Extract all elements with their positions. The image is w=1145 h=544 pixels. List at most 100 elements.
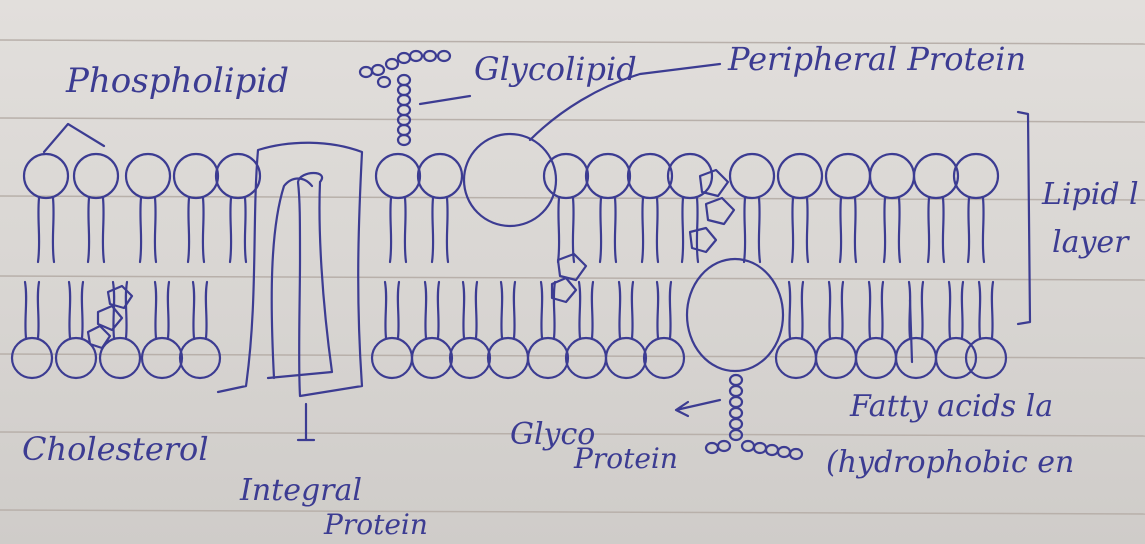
phospholipid-head (856, 338, 896, 378)
label-glycolipid: Glycolipid (474, 50, 637, 88)
phospholipid-head (180, 338, 220, 378)
integral-protein-pointer (298, 404, 314, 440)
sugar-bead (730, 419, 742, 429)
fatty-acid-tail (390, 198, 406, 262)
sugar-bead (378, 77, 390, 87)
phospholipid-head (24, 154, 68, 198)
sugar-bead (730, 408, 742, 418)
fatty-acid-tail (425, 282, 439, 338)
sugar-bead (398, 85, 410, 95)
integral-protein-inner (272, 179, 312, 379)
fatty-acid-tail (869, 282, 883, 338)
fatty-acid-tail (600, 198, 616, 262)
sugar-bead (766, 445, 778, 455)
fatty-acid-tail (432, 198, 448, 262)
fatty-acid-tail (385, 282, 399, 338)
fatty-acid-tail (928, 198, 944, 262)
phospholipid-head (412, 338, 452, 378)
upper-fatty-acid-tails (38, 198, 984, 262)
fatty-acid-tail (949, 282, 963, 338)
fatty-acid-tail (829, 282, 843, 338)
label-integral-protein-1: Integral (239, 473, 362, 508)
glycoprotein-sugar-chain (706, 375, 802, 459)
fatty-acid-tail (69, 282, 83, 338)
sugar-bead (730, 397, 742, 407)
glycoprotein-shape (687, 259, 783, 371)
fatty-acid-tail (744, 198, 760, 262)
sugar-bead (372, 65, 384, 75)
phospholipid-head (566, 338, 606, 378)
phospholipid-head (954, 154, 998, 198)
phospholipid-head (372, 338, 412, 378)
label-phospholipid: Phospholipid (65, 61, 289, 101)
label-fatty-acids-2: (hydrophobic en (826, 445, 1074, 480)
sugar-bead (410, 51, 422, 61)
phospholipid-head (826, 154, 870, 198)
glycoprotein-arrow (676, 400, 720, 416)
phospholipid-head (778, 154, 822, 198)
fatty-acid-tail (789, 282, 803, 338)
fatty-acid-tail (140, 198, 156, 262)
phospholipid-head (12, 338, 52, 378)
sugar-bead (742, 441, 754, 451)
phospholipid-head (914, 154, 958, 198)
sugar-bead (754, 443, 766, 453)
phospholipid-head (528, 338, 568, 378)
label-fatty-acids-1: Fatty acids la (849, 389, 1053, 424)
phospholipid-head (100, 338, 140, 378)
fatty-acid-tail (968, 198, 984, 262)
phospholipid-head (586, 154, 630, 198)
label-lipid-layer-1: Lipid l (1041, 177, 1139, 212)
phospholipid-head (488, 338, 528, 378)
phospholipid-head (142, 338, 182, 378)
phospholipid-head (606, 338, 646, 378)
phospholipid-head (644, 338, 684, 378)
phospholipid-head (216, 154, 260, 198)
upper-phospholipid-heads (24, 154, 998, 198)
ruled-line (0, 118, 1145, 122)
fatty-acid-tail (463, 282, 477, 338)
fatty-acid-tail (840, 198, 856, 262)
fatty-acid-tail (558, 198, 574, 262)
phospholipid-caret (44, 124, 104, 152)
sugar-bead (424, 51, 436, 61)
label-peripheral-protein: Peripheral Protein (727, 40, 1026, 78)
phospholipid-head (628, 154, 672, 198)
sugar-bead (398, 125, 410, 135)
label-lipid-layer-2: layer (1052, 225, 1130, 260)
lower-fatty-acid-tails (25, 282, 993, 338)
fatty-acid-tail (193, 282, 207, 338)
phospholipid-head (776, 338, 816, 378)
sugar-bead (790, 449, 802, 459)
fatty-acid-tail (155, 282, 169, 338)
sugar-bead (706, 443, 718, 453)
fatty-acid-tail (501, 282, 515, 338)
phospholipid-head (74, 154, 118, 198)
sugar-bead (386, 59, 398, 69)
cholesterol-marker (910, 300, 912, 362)
label-cholesterol: Cholesterol (22, 430, 209, 468)
fatty-acid-tail (792, 198, 808, 262)
sugar-bead (438, 51, 450, 61)
fatty-acid-tail (188, 198, 204, 262)
phospholipid-head (418, 154, 462, 198)
ruled-line (0, 354, 1145, 358)
fatty-acid-tail (642, 198, 658, 262)
sugar-bead (398, 53, 410, 63)
fatty-acid-tail (619, 282, 633, 338)
phospholipid-head (174, 154, 218, 198)
sugar-bead (730, 375, 742, 385)
sugar-bead (718, 441, 730, 451)
peripheral-protein-shape (464, 134, 556, 226)
sugar-bead (778, 447, 790, 457)
phospholipid-head (376, 154, 420, 198)
sugar-bead (360, 67, 372, 77)
label-glyco-protein-2: Protein (573, 442, 678, 475)
sugar-bead (398, 95, 410, 105)
phospholipid-head (870, 154, 914, 198)
ruled-line (0, 510, 1145, 514)
fatty-acid-tail (884, 198, 900, 262)
sugar-bead (398, 105, 410, 115)
